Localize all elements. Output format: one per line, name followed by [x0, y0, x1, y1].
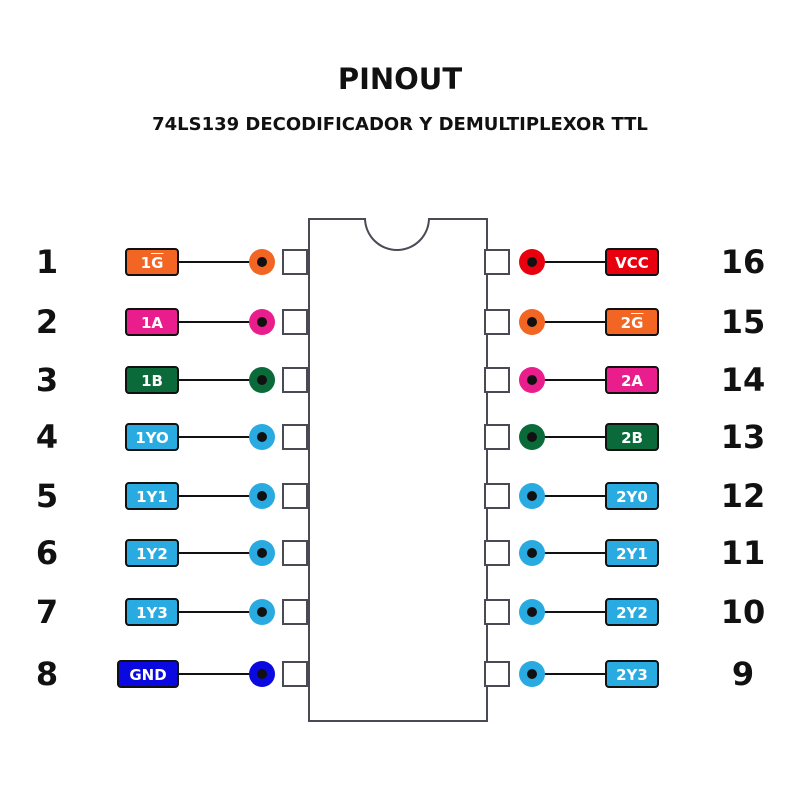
pin-label: 2Y0 [605, 482, 659, 510]
pin-label-text: VCC [615, 254, 649, 272]
pin-label-text: 2Y1 [616, 545, 648, 563]
pin-pad [282, 483, 308, 509]
pin-label: 1YO [125, 423, 179, 451]
pin-wire [532, 261, 605, 263]
pin-pad [484, 367, 510, 393]
pin-label: 1Y3 [125, 598, 179, 626]
pin-wire [179, 673, 262, 675]
pin-dot [249, 424, 275, 450]
pin-label-text: GND [129, 666, 167, 684]
pin-number: 9 [731, 655, 755, 693]
pin-pad [484, 540, 510, 566]
pin-label-text: 1B [141, 372, 163, 390]
pin-number: 12 [720, 477, 766, 515]
pin-wire [179, 436, 262, 438]
pin-dot [249, 309, 275, 335]
pin-dot [519, 309, 545, 335]
pin-pad [282, 540, 308, 566]
pin-number: 13 [720, 418, 766, 456]
pin-pad [282, 424, 308, 450]
pin-wire [532, 495, 605, 497]
pin-pad [484, 249, 510, 275]
pin-dot [519, 367, 545, 393]
pin-dot [519, 483, 545, 509]
pin-wire [179, 379, 262, 381]
pin-number: 15 [720, 303, 766, 341]
pin-label: 2G [605, 308, 659, 336]
pin-label-text: 2Y3 [616, 666, 648, 684]
pin-number: 10 [720, 593, 766, 631]
pin-number: 11 [720, 534, 766, 572]
pin-number: 14 [720, 361, 766, 399]
pin-label: 1B [125, 366, 179, 394]
pin-number: 6 [35, 534, 59, 572]
pin-number: 7 [35, 593, 59, 631]
pin-label-text: 2G [620, 314, 644, 332]
pin-dot [519, 424, 545, 450]
pin-label: 2Y2 [605, 598, 659, 626]
pin-wire [179, 321, 262, 323]
pin-label-text: 1Y3 [136, 604, 168, 622]
pin-number: 1 [35, 243, 59, 281]
pin-number: 8 [35, 655, 59, 693]
pin-pad [484, 483, 510, 509]
pin-label-text: 1Y1 [136, 488, 168, 506]
pin-label: 2Y1 [605, 539, 659, 567]
pin-number: 2 [35, 303, 59, 341]
pin-pad [484, 309, 510, 335]
pin-wire [532, 611, 605, 613]
pin-label: GND [117, 660, 179, 688]
pin-wire [532, 379, 605, 381]
pin-pad [282, 249, 308, 275]
pin-wire [179, 611, 262, 613]
pin-dot [519, 540, 545, 566]
pin-label: 1G [125, 248, 179, 276]
pin-wire [179, 261, 262, 263]
pin-label-text: 2Y0 [616, 488, 648, 506]
pin-number: 4 [35, 418, 59, 456]
pin-label: 2A [605, 366, 659, 394]
pin-wire [532, 552, 605, 554]
pin-number: 16 [720, 243, 766, 281]
pin-dot [249, 249, 275, 275]
pin-number: 3 [35, 361, 59, 399]
diagram-subtitle: 74LS139 DECODIFICADOR Y DEMULTIPLEXOR TT… [152, 114, 648, 135]
pin-label-text: 2B [621, 429, 643, 447]
pin-wire [179, 552, 262, 554]
pin-dot [519, 249, 545, 275]
pin-label-text: 1A [140, 314, 164, 332]
pin-label: 1Y2 [125, 539, 179, 567]
pin-wire [179, 495, 262, 497]
pin-label-text: 2Y2 [616, 604, 648, 622]
pin-wire [532, 673, 605, 675]
diagram-title: PINOUT [337, 62, 463, 96]
pin-pad [282, 661, 308, 687]
pin-dot [519, 661, 545, 687]
pin-pad [484, 599, 510, 625]
pin-label: 1Y1 [125, 482, 179, 510]
pin-number: 5 [35, 477, 59, 515]
pin-label: VCC [605, 248, 659, 276]
pin-label: 2Y3 [605, 660, 659, 688]
pin-label-text: 1YO [135, 429, 169, 447]
pin-dot [249, 540, 275, 566]
pin-pad [484, 661, 510, 687]
pin-label-text: 1Y2 [136, 545, 168, 563]
pin-label-text: 1G [140, 254, 164, 272]
pin-dot [249, 367, 275, 393]
pin-dot [249, 661, 275, 687]
pin-dot [519, 599, 545, 625]
pin-label-text: 2A [620, 372, 644, 390]
pin-pad [282, 309, 308, 335]
pin-label: 1A [125, 308, 179, 336]
pin-dot [249, 483, 275, 509]
pin-wire [532, 436, 605, 438]
pin-label: 2B [605, 423, 659, 451]
pin-dot [249, 599, 275, 625]
pin-pad [282, 367, 308, 393]
pin-pad [484, 424, 510, 450]
pin-wire [532, 321, 605, 323]
ic-body [308, 218, 488, 722]
pin-pad [282, 599, 308, 625]
